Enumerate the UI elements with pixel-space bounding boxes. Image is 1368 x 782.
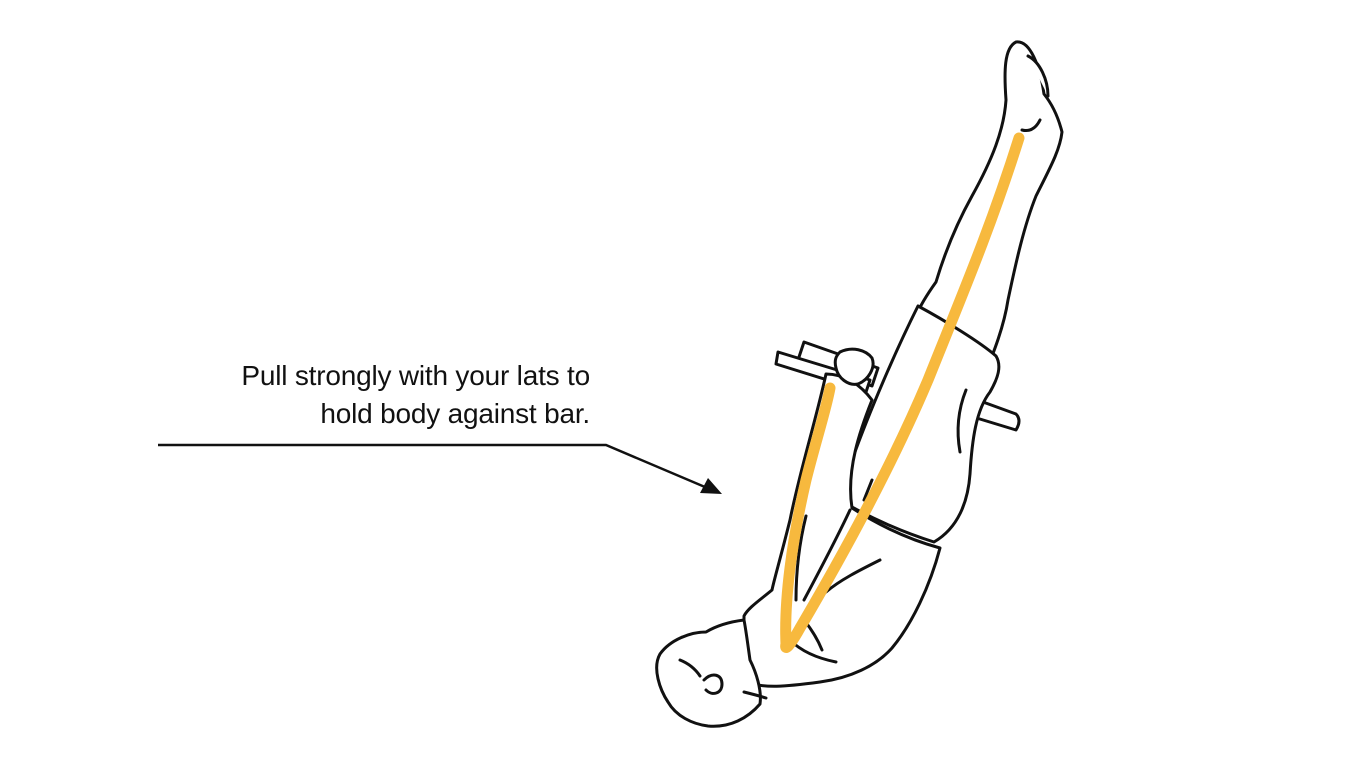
lat-highlight-icon <box>780 132 1025 653</box>
body-outline-icon <box>655 40 1064 728</box>
leader-arrow-icon <box>158 443 722 494</box>
instruction-caption: Pull strongly with your lats to hold bod… <box>241 357 590 433</box>
caption-line-2: hold body against bar. <box>320 398 590 429</box>
caption-line-1: Pull strongly with your lats to <box>241 360 590 391</box>
